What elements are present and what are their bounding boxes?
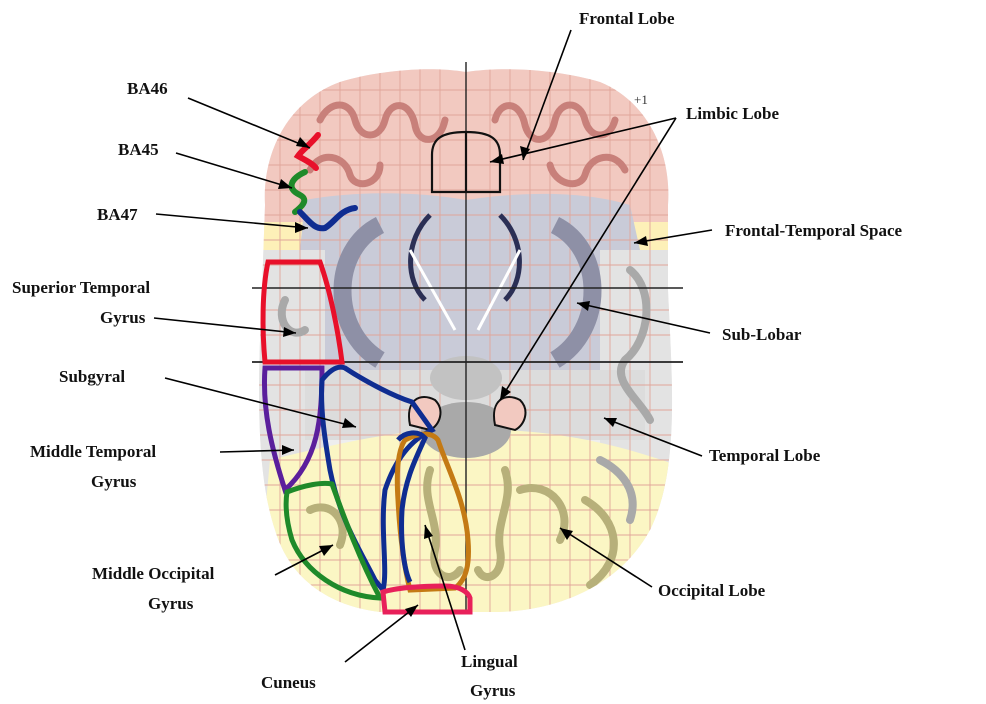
label-subgyral: Subgyral [59,367,125,386]
label-superior-temporal-gyrus-line2: Gyrus [100,308,146,327]
label-temporal-lobe: Temporal Lobe [709,446,821,465]
corner-mark: +1 [634,92,648,107]
label-ba47: BA47 [97,205,138,224]
label-middle-occipital-gyrus-line2: Gyrus [148,594,194,613]
label-frontal-temporal-space: Frontal-Temporal Space [725,221,903,240]
label-middle-occipital-gyrus-line1: Middle Occipital [92,564,215,583]
label-frontal-lobe: Frontal Lobe [579,9,675,28]
label-ba45: BA45 [118,140,159,159]
label-ba46: BA46 [127,79,168,98]
label-occipital-lobe: Occipital Lobe [658,581,766,600]
label-sub-lobar: Sub-Lobar [722,325,802,344]
label-superior-temporal-gyrus-line1: Superior Temporal [12,278,150,297]
label-limbic-lobe: Limbic Lobe [686,104,779,123]
label-lingual-gyrus-line1: Lingual [461,652,518,671]
label-lingual-gyrus-line2: Gyrus [470,681,516,700]
label-middle-temporal-gyrus-line1: Middle Temporal [30,442,156,461]
cuneus-leader [345,605,418,662]
label-middle-temporal-gyrus-line2: Gyrus [91,472,137,491]
label-cuneus: Cuneus [261,673,316,692]
